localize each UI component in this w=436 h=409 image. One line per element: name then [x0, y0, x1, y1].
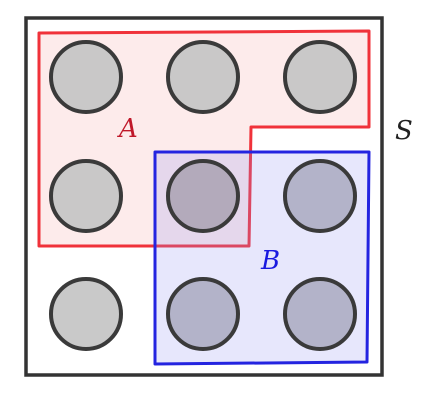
element-circles [49, 40, 357, 351]
element-circle [283, 277, 357, 351]
element-circle [166, 159, 240, 233]
element-circle [49, 40, 123, 114]
element-circle [166, 40, 240, 114]
set-a-label: A [117, 114, 138, 144]
element-circle [166, 277, 240, 351]
set-b-label: B [260, 246, 280, 276]
element-circle [283, 40, 357, 114]
universe-set-s-label: S [395, 116, 413, 146]
element-circle [49, 277, 123, 351]
element-circle [49, 159, 123, 233]
element-circle [283, 159, 357, 233]
